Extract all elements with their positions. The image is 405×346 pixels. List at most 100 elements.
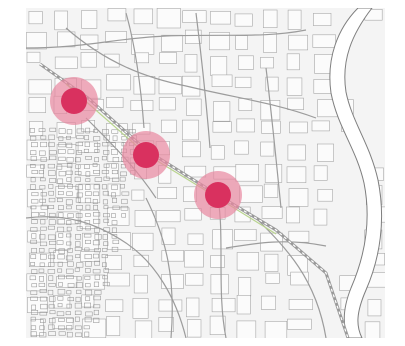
building xyxy=(57,226,65,233)
building xyxy=(48,254,56,260)
city-block xyxy=(316,143,334,162)
building xyxy=(39,262,45,267)
building xyxy=(30,325,37,330)
city-block xyxy=(264,164,283,183)
building xyxy=(40,192,47,197)
city-block xyxy=(213,101,231,122)
building xyxy=(101,170,110,174)
building xyxy=(65,199,73,206)
building xyxy=(48,324,55,330)
building xyxy=(38,170,44,175)
building xyxy=(76,289,82,294)
building xyxy=(120,184,125,189)
building xyxy=(103,213,110,218)
city-block xyxy=(234,140,249,155)
city-block xyxy=(82,318,107,338)
building xyxy=(40,177,46,182)
building xyxy=(48,219,56,225)
building xyxy=(112,177,120,182)
city-block xyxy=(133,8,154,25)
building xyxy=(56,311,65,317)
building xyxy=(93,295,101,301)
building xyxy=(57,198,63,203)
city-block xyxy=(236,118,255,133)
city-block xyxy=(261,206,283,219)
building xyxy=(85,289,93,296)
building xyxy=(30,254,37,259)
building xyxy=(75,254,81,258)
city-block xyxy=(187,233,204,245)
building xyxy=(48,197,56,203)
city-block xyxy=(313,13,332,26)
building xyxy=(111,129,119,134)
city-block xyxy=(106,97,124,108)
building xyxy=(85,204,91,210)
building xyxy=(67,149,75,155)
building xyxy=(74,171,82,175)
building xyxy=(102,281,110,287)
building xyxy=(74,267,80,272)
city-block xyxy=(288,34,309,51)
city-block xyxy=(235,35,249,50)
station-marker-2[interactable] xyxy=(122,131,170,179)
building xyxy=(74,176,81,182)
building xyxy=(75,234,81,240)
city-block xyxy=(211,74,233,87)
building xyxy=(48,134,55,140)
building xyxy=(85,178,91,182)
building xyxy=(110,142,116,147)
building xyxy=(39,311,48,316)
building xyxy=(30,227,38,232)
building xyxy=(93,212,101,217)
building xyxy=(39,198,46,203)
building xyxy=(85,311,93,317)
building xyxy=(121,191,130,196)
building xyxy=(40,318,46,323)
building xyxy=(39,212,46,216)
building xyxy=(57,303,63,308)
building xyxy=(93,184,100,190)
city-block xyxy=(134,320,153,338)
building xyxy=(47,163,55,169)
building xyxy=(103,205,109,210)
building xyxy=(76,205,83,210)
city-block xyxy=(28,97,46,113)
city-block xyxy=(212,121,232,133)
building xyxy=(65,255,74,261)
building xyxy=(93,143,101,147)
building xyxy=(57,191,64,196)
building xyxy=(111,220,118,226)
building xyxy=(31,192,39,197)
building xyxy=(66,331,73,338)
building xyxy=(66,226,72,232)
city-block xyxy=(185,29,202,45)
station-marker-3[interactable] xyxy=(194,171,242,219)
building xyxy=(75,142,83,147)
city-block xyxy=(52,317,74,329)
building xyxy=(93,170,100,174)
building xyxy=(58,171,66,177)
building xyxy=(103,150,110,155)
city-block xyxy=(288,299,314,310)
building xyxy=(58,325,66,330)
city-map[interactable] xyxy=(26,8,385,338)
building xyxy=(48,184,54,189)
map-container[interactable] xyxy=(26,8,385,338)
building xyxy=(40,141,48,148)
building xyxy=(93,309,99,316)
city-block xyxy=(105,255,123,270)
city-block xyxy=(134,52,149,64)
building xyxy=(75,164,81,169)
building xyxy=(40,156,47,162)
building xyxy=(30,135,37,141)
building xyxy=(85,239,91,244)
station-marker-1[interactable] xyxy=(50,77,98,125)
city-block xyxy=(311,120,330,132)
city-block xyxy=(210,10,231,25)
city-block xyxy=(30,319,44,337)
building xyxy=(101,184,107,190)
building xyxy=(39,185,46,190)
building xyxy=(49,212,56,219)
city-block xyxy=(78,183,101,204)
building xyxy=(48,170,56,176)
